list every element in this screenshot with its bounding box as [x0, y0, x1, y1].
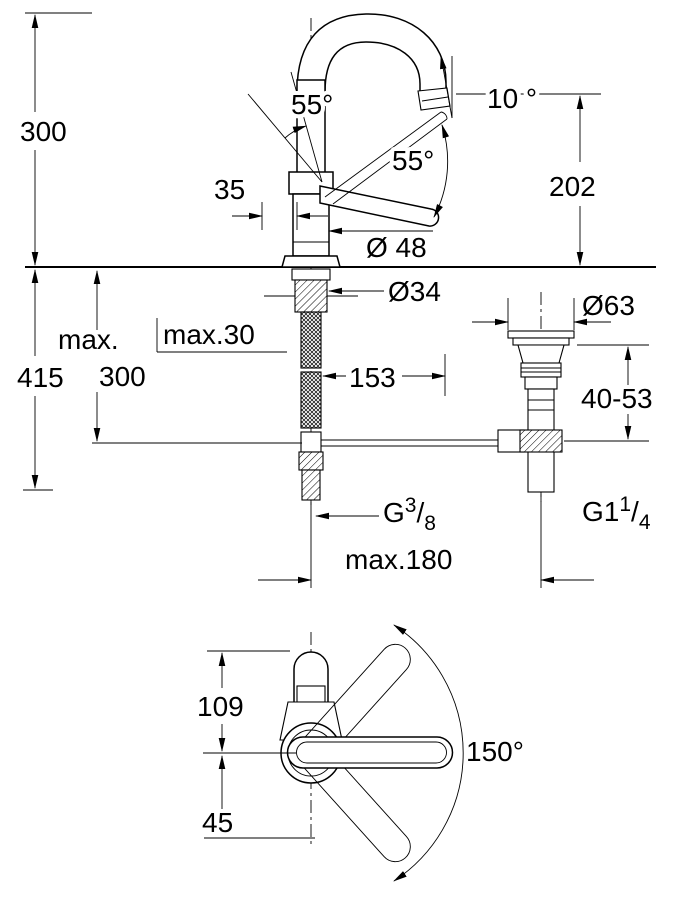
waste-flange — [507, 330, 575, 339]
dim-45: 45 — [202, 807, 233, 838]
dim-40-53: 40-53 — [581, 383, 653, 414]
dim-109: 109 — [197, 691, 244, 722]
spout-base-detail — [296, 685, 326, 703]
waste-adjust-nut — [519, 429, 563, 453]
dim-415: 415 — [17, 362, 64, 393]
handle-inner-outline — [296, 741, 447, 764]
dim-35: 35 — [214, 174, 245, 205]
dim-max30: max.30 — [163, 319, 255, 350]
threaded-end — [301, 469, 321, 501]
lever-raised-ghost — [324, 111, 448, 205]
angle-55-side: 55° — [392, 145, 434, 176]
angle-150: 150° — [466, 736, 524, 767]
dim-202: 202 — [549, 171, 596, 202]
dim-153: 153 — [349, 362, 396, 393]
upper-angle-rays — [247, 71, 323, 183]
swing-arc — [393, 624, 464, 882]
thread-g114: G11/4 — [582, 493, 651, 534]
dim-300-below: 300 — [99, 361, 146, 392]
dia-48: Ø 48 — [366, 232, 427, 263]
angle-55-top: 55° — [291, 89, 333, 120]
aerator-line — [421, 96, 449, 102]
dia-63: Ø63 — [582, 290, 635, 321]
waste-flange-lower — [512, 337, 570, 346]
supply-hose-lower — [300, 371, 322, 429]
lever-angle-arc — [433, 124, 450, 218]
handle-top-view — [286, 736, 454, 769]
lock-nut — [298, 451, 324, 471]
drain-assembly: Ø63 40-53 G11/4 — [472, 290, 657, 534]
mounting-nut — [294, 279, 328, 313]
aerator-angle-lines — [440, 55, 453, 119]
waste-body-taper — [517, 344, 565, 364]
dimensions-side: 300 415 max. 300 max.30 35 Ø 48 — [13, 12, 601, 588]
lever-handle — [319, 185, 440, 227]
dim-max-label: max. — [58, 324, 119, 355]
mounting-collar — [291, 268, 331, 281]
below-deck-assembly — [291, 268, 525, 501]
waste-thread-section — [520, 362, 562, 378]
side-view: 300 415 max. 300 max.30 35 Ø 48 — [13, 12, 656, 588]
rod-guide-block — [300, 431, 322, 453]
dim-300-top: 300 — [20, 116, 67, 147]
dia-34: Ø34 — [388, 276, 441, 307]
angle-10: 10 ° — [487, 83, 537, 114]
top-view: 150° 109 45 — [197, 624, 524, 882]
dim-max180: max.180 — [345, 544, 452, 575]
escutcheon — [281, 255, 341, 268]
thread-g38: G3/8 — [383, 494, 436, 535]
supply-hose-upper — [300, 311, 322, 369]
waste-mid-section — [524, 376, 558, 390]
